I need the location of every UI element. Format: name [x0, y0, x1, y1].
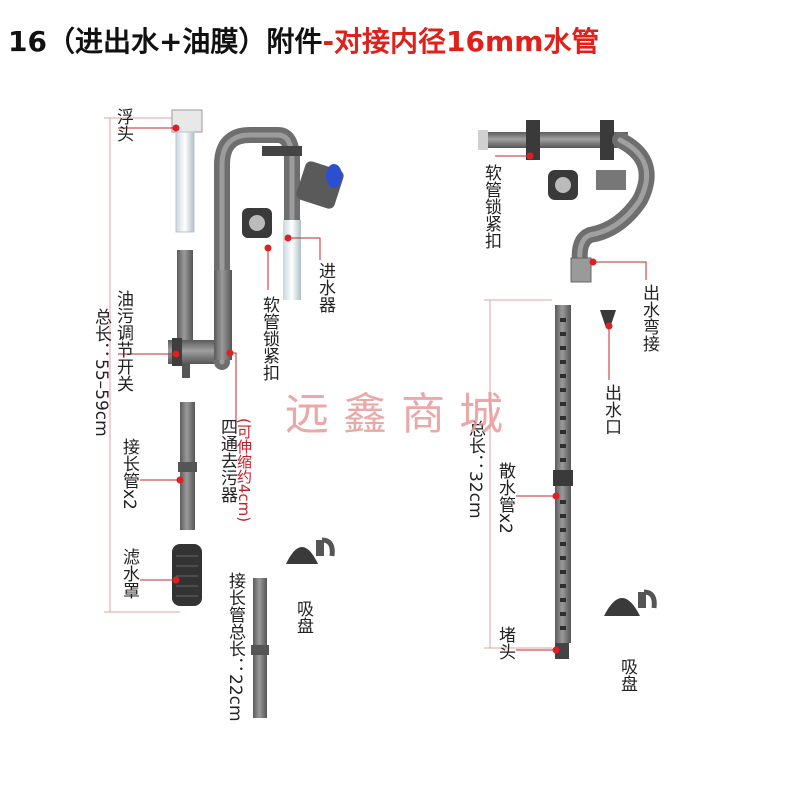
- four-way-part: [214, 270, 232, 360]
- outlet-mouth-part: [600, 310, 616, 328]
- spray-hole: [560, 542, 566, 546]
- suction-cup-left-part: [286, 537, 335, 564]
- inlet-j-pipe: [214, 127, 300, 370]
- spray-hole: [560, 374, 566, 378]
- spray-pipe-part: [553, 305, 573, 643]
- spray-hole: [560, 388, 566, 392]
- title-black: 16（进出水+油膜）附件: [8, 25, 323, 58]
- label-total-len-left: 总长：55–59cm: [91, 308, 111, 437]
- label-suction-cup-right: 吸盘: [617, 658, 637, 692]
- right-dimension-line: [484, 299, 552, 649]
- ext-pipe-22cm-joint: [251, 645, 269, 655]
- spray-hole: [560, 416, 566, 420]
- label-oil-switch: 油污调节开关: [113, 290, 133, 392]
- suction-cup-right-part: [604, 589, 657, 616]
- label-hose-lock-left: 软管锁紧扣: [259, 296, 279, 381]
- spray-hole: [560, 584, 566, 588]
- label-suction-cup-left: 吸盘: [293, 600, 313, 634]
- spray-hole: [560, 500, 566, 504]
- outlet-thread: [570, 257, 592, 283]
- spray-pipe-holes: [560, 318, 566, 630]
- upper-pipe: [177, 250, 193, 345]
- spray-hole: [560, 626, 566, 630]
- spray-hole: [560, 458, 566, 462]
- title-red: -对接内径16mm水管: [322, 25, 600, 58]
- spray-hole: [560, 430, 566, 434]
- label-outlet-bend: 出水弯接: [639, 284, 659, 352]
- hose-lock-right-part: [548, 170, 578, 200]
- spray-hole: [560, 556, 566, 560]
- header-title: 16（进出水+油膜）附件-对接内径16mm水管: [8, 20, 599, 60]
- label-total-len-right: 总长：32cm: [465, 420, 485, 519]
- label-ext-total-len: 接长管总长：22cm: [225, 572, 245, 722]
- outlet-bend-part: [571, 132, 655, 270]
- left-dimension-line: [104, 117, 180, 613]
- outlet-top-pipe: [478, 120, 628, 190]
- watermark: 远鑫商城: [285, 389, 517, 440]
- label-hose-lock-right: 软管锁紧扣: [481, 164, 501, 249]
- float-head-part: [171, 109, 203, 233]
- hose-lock-left-part: [242, 208, 272, 238]
- label-inlet: 进水器: [315, 262, 335, 313]
- label-plug: 堵头: [495, 626, 515, 660]
- ext-pipe-joint: [178, 462, 197, 472]
- spray-hole: [560, 570, 566, 574]
- inlet-part: [262, 146, 344, 209]
- spray-hole: [560, 528, 566, 532]
- right-leader-lines: [495, 155, 647, 651]
- spray-hole: [560, 598, 566, 602]
- label-float-head: 浮头: [113, 108, 133, 142]
- label-outlet-mouth: 出水口: [601, 384, 621, 435]
- plug-part: [555, 643, 569, 659]
- spray-hole: [560, 402, 566, 406]
- spray-hole: [560, 444, 566, 448]
- spray-hole: [560, 318, 566, 322]
- spray-hole: [560, 514, 566, 518]
- left-leader-lines: [118, 127, 321, 581]
- left-markers: [172, 124, 292, 584]
- label-four-way: 四通去污器: [217, 418, 237, 503]
- spray-hole: [560, 346, 566, 350]
- spray-hole: [560, 332, 566, 336]
- label-telescopic-note: (可伸缩约4cm): [235, 418, 253, 523]
- clear-tube-right: [283, 220, 301, 300]
- label-filter-cover: 滤水罩: [119, 548, 139, 599]
- spray-hole: [560, 360, 566, 364]
- label-spray-pipe-x2: 散水管x2: [495, 462, 515, 534]
- spray-hole: [560, 612, 566, 616]
- label-ext-pipe-x2: 接长管x2: [119, 438, 139, 510]
- filter-cover-part: [172, 544, 202, 606]
